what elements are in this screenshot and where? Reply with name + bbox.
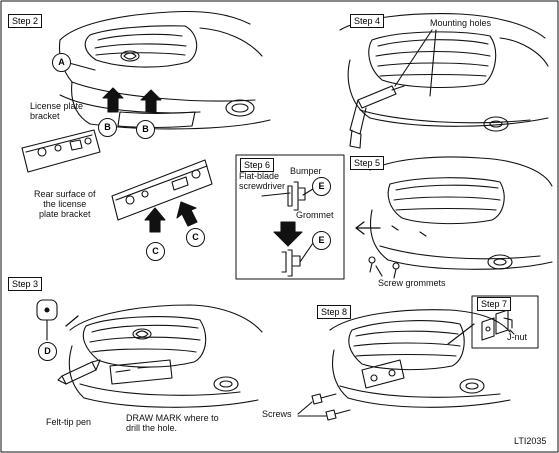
leader-j-nut [509, 329, 515, 335]
leader-e2 [299, 242, 314, 263]
step7-box [471, 295, 539, 349]
callout-b1: B [98, 118, 117, 137]
callout-e1: E [312, 177, 331, 196]
license-plate-bracket [21, 129, 101, 173]
label-screws: Screws [262, 409, 292, 419]
step2-label: Step 2 [8, 14, 43, 28]
flat-blade-line1: Flat-blade [239, 171, 280, 181]
license-plate-bracket-line2: bracket [30, 110, 60, 121]
arrow-c1 [144, 207, 166, 233]
screws [311, 393, 351, 421]
label-license-plate-bracket: License plate bracket [30, 101, 84, 122]
step8-label: Step 8 [317, 305, 352, 319]
step4-car-front [339, 13, 549, 132]
leader-a [68, 62, 96, 71]
callout-c2: C [186, 228, 205, 247]
arrow-b1 [102, 87, 124, 113]
label-draw-mark: DRAW MARK where to drill the hole. [126, 413, 219, 434]
step6-box [235, 154, 345, 280]
leader-e1 [302, 188, 314, 196]
leader-screws-1 [297, 401, 313, 415]
step3-arrow [65, 315, 79, 327]
draw-mark-line1: DRAW MARK where to [126, 413, 219, 423]
arrow-c2 [176, 201, 198, 227]
step6-label: Step 6 [240, 158, 275, 172]
callout-a: A [52, 53, 71, 72]
step5-label: Step 5 [350, 156, 385, 170]
step8-arrow [447, 323, 475, 345]
felt-tip-pen [57, 359, 101, 385]
rear-surface-line1: Rear surface of [34, 189, 96, 199]
label-felt-tip-pen: Felt-tip pen [46, 417, 92, 427]
step5-car-front [369, 156, 553, 270]
step7-label: Step 7 [477, 297, 512, 311]
label-grommet: Grommet [296, 210, 334, 220]
label-rear-surface: Rear surface of the license plate bracke… [34, 189, 96, 220]
license-plate-bracket-line1: License plate [30, 101, 84, 111]
label-bumper: Bumper [290, 166, 322, 176]
callout-d: D [38, 342, 57, 361]
arrow-b2 [140, 89, 162, 113]
callout-e2: E [312, 231, 331, 250]
leader-mounting-2 [429, 29, 437, 97]
leader-mounting-1 [394, 29, 433, 87]
leader-screw-grommets [375, 265, 383, 277]
step5-arrow-left [355, 221, 381, 235]
rear-surface-line3: plate bracket [39, 208, 91, 219]
step8-car-front [329, 309, 511, 408]
label-screw-grommets: Screw grommets [378, 278, 446, 288]
screw-grommets [368, 256, 400, 279]
label-flat-blade: Flat-blade screwdriver [239, 171, 286, 192]
drill [349, 85, 405, 149]
draw-mark-line2: drill the hole. [126, 422, 178, 433]
callout-b2: B [136, 120, 155, 139]
label-mounting-holes: Mounting holes [430, 18, 492, 28]
step3-mark-detail [36, 299, 58, 321]
rear-surface-bracket [111, 159, 213, 221]
step4-label: Step 4 [350, 14, 385, 28]
step3-label: Step 3 [8, 277, 43, 291]
step3-car-front [68, 304, 263, 408]
label-j-nut: J-nut [507, 332, 528, 342]
j-nut [481, 309, 513, 341]
figure-id: LTI2035 [514, 436, 547, 446]
step6-detail-bottom [281, 249, 301, 277]
callout-c1: C [146, 242, 165, 261]
step2-car-front [58, 10, 271, 130]
flat-blade-line2: screwdriver [239, 180, 286, 191]
rear-surface-line2: the license [43, 198, 87, 209]
step6-arrow [273, 221, 303, 247]
